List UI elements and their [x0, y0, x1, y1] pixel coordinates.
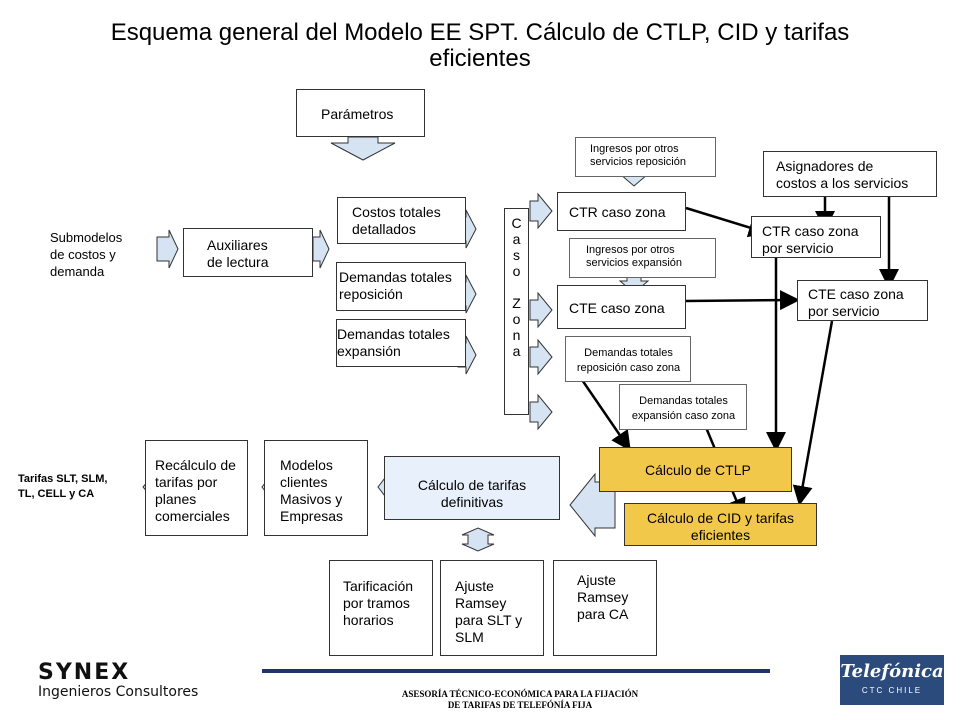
line-cte-servicio-to-cid: [792, 320, 834, 506]
line-demrep-to-ctlp: [576, 373, 631, 452]
cte-caso-zona-box: CTE caso zona: [557, 285, 686, 329]
double-arrow-ajustes: [461, 527, 495, 552]
dem-rep-caso-zona-box: Demandas totales reposición caso zona: [565, 336, 691, 382]
ctr-caso-zona-box: CTR caso zona: [557, 192, 686, 231]
arrow-auxiliares: [312, 229, 330, 269]
ingresos-expansion-box: Ingresos por otros servicios expansión: [569, 238, 716, 278]
costos-totales-box: Costos totales detallados: [337, 197, 466, 244]
page-title: Esquema general del Modelo EE SPT. Cálcu…: [110, 19, 850, 72]
arrow-caso-4: [529, 393, 553, 431]
calculo-tarifas-box: Cálculo de tarifas definitivas: [384, 456, 560, 520]
telefonica-logo: Telefónica CTC CHILE: [840, 655, 944, 705]
cte-por-servicio-box: CTE caso zona por servicio: [797, 280, 928, 321]
line-cte-to-cte-servicio: [685, 290, 800, 311]
submodelos-label: Submodelos de costos y demanda: [50, 230, 123, 279]
arrow-submodelos: [156, 229, 179, 269]
caso-zona-letter: Z: [512, 295, 521, 311]
tarificacion-box: Tarificación por tramos horarios: [329, 560, 433, 656]
synex-company-sub: Ingenieros Consultores: [38, 684, 199, 700]
down-arrow-parametros: [330, 136, 396, 161]
demandas-reposicion-box: Demandas totales reposición: [336, 262, 466, 311]
arrow-caso-1: [529, 192, 553, 230]
caso-zona-letter: [505, 279, 528, 295]
synex-company-name: SYNEX: [38, 660, 131, 685]
recalculo-box: Recálculo de tarifas por planes comercia…: [145, 440, 248, 536]
caso-zona-letter: n: [512, 327, 521, 343]
caso-zona-letter: s: [513, 247, 520, 263]
caso-zona-letter: a: [512, 343, 521, 359]
calculo-ctlp-box: Cálculo de CTLP: [599, 447, 792, 492]
auxiliares-box: Auxiliares de lectura: [183, 228, 313, 277]
advisory-footer: ASESORÍA TÉCNICO-ECONÓMICA PARA LA FIJAC…: [401, 689, 639, 710]
caso-zona-letter: a: [512, 231, 521, 247]
ajuste-ca-box: Ajuste Ramsey para CA: [553, 560, 657, 656]
demandas-expansion-box: Demandas totales expansión: [336, 319, 466, 367]
ctr-por-servicio-box: CTR caso zona por servicio: [751, 216, 881, 258]
modelos-clientes-box: Modelos clientes Masivos y Empresas: [264, 440, 368, 536]
telefonica-logo-sub: CTC CHILE: [861, 686, 923, 695]
ajuste-slt-box: Ajuste Ramsey para SLT y SLM: [440, 560, 544, 656]
arrow-caso-3: [529, 338, 553, 376]
calculo-cid-box: Cálculo de CID y tarifas eficientes: [624, 503, 817, 546]
telefonica-logo-name: Telefónica: [840, 661, 944, 682]
ingresos-reposicion-box: Ingresos por otros servicios reposición: [575, 137, 716, 177]
asignadores-box: Asignadores de costos a los servicios: [763, 151, 937, 197]
caso-zona-letter: o: [512, 311, 521, 327]
dem-exp-caso-zona-box: Demandas totales expansión caso zona: [619, 384, 747, 430]
tarifas-label: Tarifas SLT, SLM, TL, CELL y CA: [18, 473, 108, 500]
caso-zona-letter: o: [512, 263, 521, 279]
parametros-box: Parámetros: [296, 89, 425, 137]
caso-zona-letter: C: [511, 215, 522, 231]
arrow-caso-2: [529, 291, 553, 329]
synex-logo: SYNEX Ingenieros Consultores: [38, 660, 199, 701]
